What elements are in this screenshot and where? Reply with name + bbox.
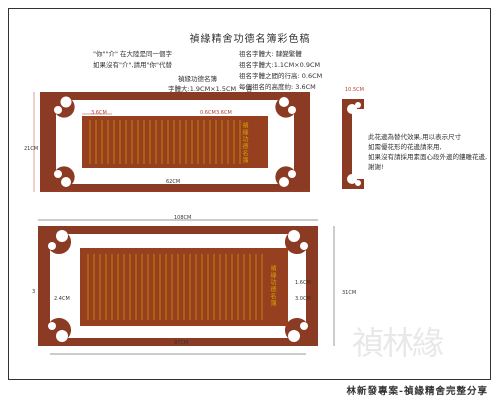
side-detail-inner	[352, 109, 364, 179]
bottom-name-columns	[87, 254, 263, 320]
bottom-dim-side-left: 3	[32, 289, 36, 295]
footer-caption: 林新發專案-禎緣精舍完整分享	[346, 386, 488, 397]
bottom-frame-drawing	[38, 219, 335, 355]
top-dim-width: 62CM	[166, 179, 181, 185]
top-dim-inner: 3.6CM	[216, 110, 232, 116]
bottom-dim-left: 2.4CM	[54, 296, 70, 302]
top-name-columns	[89, 120, 241, 164]
note-right-1: 祖名字體大: 隸變繁體	[239, 50, 302, 58]
top-dim-small: 0.6CM	[200, 110, 216, 116]
side-detail-drawing	[342, 99, 364, 189]
side-note-1: 此花邊為替代效果,用以表示尺寸	[368, 133, 462, 141]
top-name-panel	[82, 116, 268, 168]
bottom-corner-holes	[48, 230, 308, 342]
note-left-1: "你""介" 在大陸是同一個字	[93, 50, 173, 58]
top-corner-holes	[54, 96, 296, 187]
bottom-dimension-lines	[38, 219, 335, 355]
side-detail-dim: 10.5CM	[345, 87, 364, 93]
bottom-dim-right-mid: 3.0CM	[295, 296, 311, 302]
bottom-dim-height: 31CM	[342, 290, 357, 296]
top-dim-height: 21CM	[24, 146, 39, 152]
bottom-dim-right-top: 1.6CM	[295, 280, 311, 286]
note-right-3: 祖名字體之間的行高: 0.6CM	[239, 72, 323, 80]
side-note-2: 如需優花形的花邊請來用,	[368, 143, 442, 151]
side-note-3: 如果沒有請採用素面心段外邊的鏤雕花邊,	[368, 153, 488, 161]
side-note-4: 謝謝!	[368, 163, 384, 171]
top-dimension-lines	[33, 92, 310, 192]
note-left-2: 如果沒有"介",請用"你"代替	[93, 61, 173, 69]
note-center-label: 禎緣功德名簿	[178, 75, 217, 83]
note-center-unit: 各	[246, 85, 253, 93]
watermark: 禎林緣	[352, 324, 444, 362]
bottom-panel-title: 禎緣功德名簿	[269, 265, 276, 307]
top-dim-left: 3.6CM	[91, 110, 107, 116]
bottom-dim-inner-width: 97CM	[174, 340, 189, 346]
top-frame-drawing	[33, 92, 310, 192]
top-panel-title: 禎緣功德名簿	[241, 122, 248, 164]
bottom-dim-outer-width: 108CM	[174, 215, 192, 221]
note-center-font: 字體大:1.9CM×1.5CM	[168, 85, 237, 93]
page-title: 禎緣精舍功德名簿彩色稿	[189, 34, 311, 45]
note-right-4: 每個祖名的高度約: 3.6CM	[239, 83, 316, 91]
note-right-2: 祖名字體大:1.1CM×0.9CM	[239, 61, 321, 69]
